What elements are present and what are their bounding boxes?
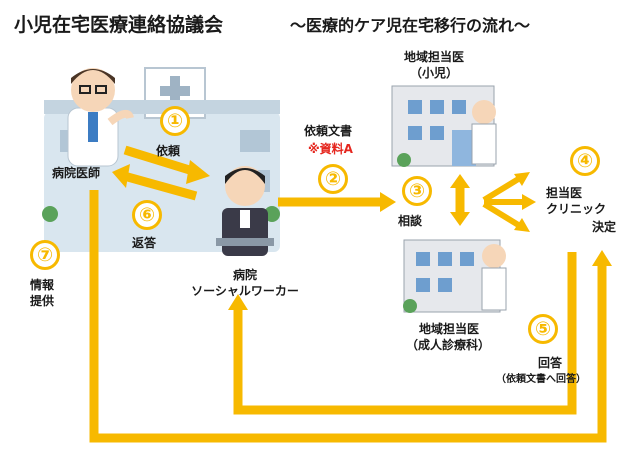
info-label-line2: 提供 xyxy=(30,294,55,308)
pediatric-doctor-label-line1: 地域担当医 xyxy=(403,50,464,64)
step-6-badge: ⑥ xyxy=(132,200,162,230)
flow-arrows xyxy=(89,145,607,443)
arrow-answer xyxy=(233,252,577,415)
pediatric-clinic-icon xyxy=(391,85,497,167)
consult-label: 相談 xyxy=(398,214,423,228)
request-label: 依頼 xyxy=(156,144,181,158)
decide-label-line2: クリニック xyxy=(546,202,607,216)
material-a-label: ※資料A xyxy=(308,142,353,156)
worker-label-line2: ソーシャルワーカー xyxy=(191,284,299,298)
worker-label-line1: 病院 xyxy=(232,268,257,282)
step-3-badge: ③ xyxy=(402,176,432,206)
arrow-fan-up xyxy=(482,175,522,203)
page-title: 小児在宅医療連絡協議会 xyxy=(14,14,224,36)
answer-label: 回答 xyxy=(538,356,563,370)
step-4-badge: ④ xyxy=(570,146,600,176)
step-2-badge: ② xyxy=(318,164,348,194)
reply-label: 返答 xyxy=(132,236,157,250)
arrow-request xyxy=(123,145,198,177)
request-doc-label: 依頼文書 xyxy=(304,124,353,138)
info-label-line1: 情報 xyxy=(30,278,55,292)
social-worker-icon xyxy=(216,166,274,256)
adult-clinic-icon xyxy=(403,239,507,313)
hospital-doctor-icon xyxy=(67,68,134,167)
step-1-badge: ① xyxy=(160,106,190,136)
page-subtitle: 〜医療的ケア児在宅移行の流れ〜 xyxy=(290,16,531,35)
adult-doctor-label-line2: （成人診療科） xyxy=(405,338,490,352)
adult-doctor-label-line1: 地域担当医 xyxy=(418,322,479,336)
arrow-heads xyxy=(112,160,612,310)
hospital-doctor-label: 病院医師 xyxy=(52,166,101,180)
step-7-badge: ⑦ xyxy=(30,240,60,270)
arrow-reply xyxy=(122,171,198,201)
pediatric-doctor-label-line2: （小児） xyxy=(409,66,458,80)
arrow-fan-down xyxy=(482,201,522,229)
decide-label-line1: 担当医 xyxy=(546,186,583,200)
decide-label-line3: 決定 xyxy=(592,220,617,234)
arrow-info xyxy=(89,190,607,443)
answer-note-label: （依頼文書へ回答） xyxy=(496,374,586,385)
step-5-badge: ⑤ xyxy=(528,314,558,344)
